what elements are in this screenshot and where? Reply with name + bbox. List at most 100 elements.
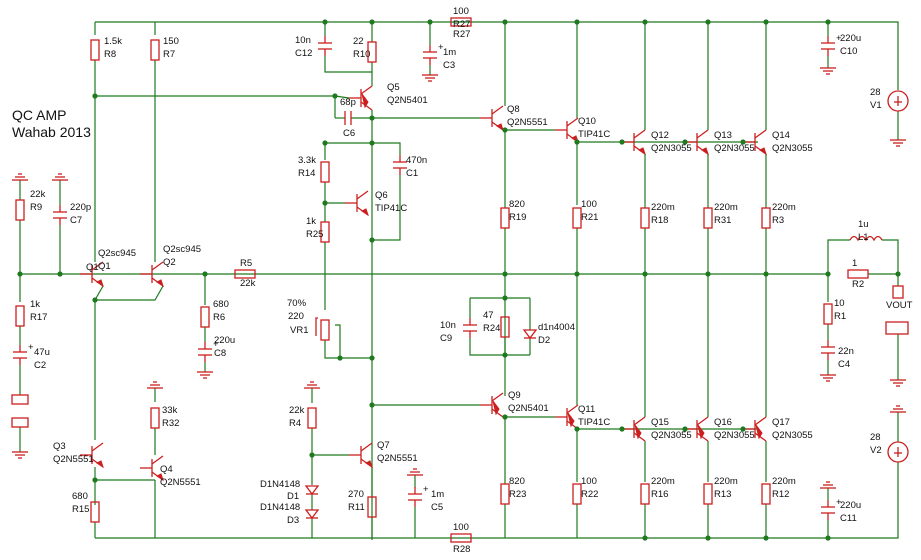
q6-part-label: TIP41C xyxy=(375,203,407,214)
ground-symbol xyxy=(304,381,320,389)
c7-ref-label: C7 xyxy=(70,215,82,226)
transistor-q3 xyxy=(80,442,104,469)
r16-ref-label: R16 xyxy=(651,489,668,500)
wire xyxy=(372,175,401,241)
r6-value-label: 680 xyxy=(213,299,229,310)
resistor-r25 xyxy=(320,221,330,243)
transistor-q4 xyxy=(140,455,164,482)
q7-ref-label: Q7 xyxy=(377,440,390,451)
wire xyxy=(828,21,899,90)
r3-value-label: 220m xyxy=(772,202,796,213)
r18-ref-label: R18 xyxy=(651,215,668,226)
r16-value-label: 220m xyxy=(651,476,675,487)
diode-d1 xyxy=(304,485,320,496)
r19-value-label: 820 xyxy=(509,199,525,210)
vr1-ref-label: VR1 xyxy=(290,325,308,336)
r10-value-label: 22 xyxy=(353,36,364,47)
capacitor-c11: + xyxy=(821,497,842,520)
q12-part-label: Q2N3055 xyxy=(651,143,692,154)
resistor-r28 xyxy=(450,533,472,543)
wire xyxy=(469,338,530,356)
r22-ref-label: R22 xyxy=(581,489,598,500)
junction-dot xyxy=(682,139,688,145)
q12-ref-label: Q12 xyxy=(651,130,669,141)
q4-ref-label: Q4 xyxy=(160,464,173,475)
resistor-r16 xyxy=(640,483,650,505)
junction-dot xyxy=(369,237,375,243)
r25-ref-label: R25 xyxy=(306,229,323,240)
resistor-r4 xyxy=(307,407,317,429)
resistor-r1 xyxy=(823,303,833,325)
l1-value-label: 1u xyxy=(858,219,869,230)
resistor-r13 xyxy=(703,483,713,505)
junction-dot xyxy=(337,355,343,361)
transistor-q7 xyxy=(349,442,373,469)
junction-dot xyxy=(17,271,23,277)
c12-ref-label: C12 xyxy=(295,48,312,59)
r7-value-label: 150 xyxy=(163,36,179,47)
c2-value-label: 47u xyxy=(34,347,50,358)
q3-ref-label: Q3 xyxy=(53,441,66,452)
inductor-l1 xyxy=(849,235,883,242)
q7-part-label: Q2N5551 xyxy=(377,453,418,464)
resistor-r7 xyxy=(150,39,160,61)
diode-d2 xyxy=(522,329,538,340)
potentiometer-vr1 xyxy=(320,319,330,341)
r23-ref-label: R23 xyxy=(509,489,526,500)
resistor-r6 xyxy=(200,306,210,328)
q16-ref-label: Q16 xyxy=(714,417,732,428)
junction-dot xyxy=(309,452,315,458)
q14-part-label: Q2N3055 xyxy=(772,143,813,154)
ground-symbol xyxy=(147,381,163,389)
speaker-load xyxy=(885,321,909,335)
junction-dot xyxy=(682,426,688,432)
ground-symbol xyxy=(890,139,906,147)
wiper-arrow xyxy=(315,317,318,336)
r25-value-label: 1k xyxy=(306,216,316,227)
q9-ref-label: Q9 xyxy=(508,390,521,401)
junction-dot xyxy=(502,19,508,25)
ground-symbol xyxy=(52,173,68,181)
c11-ref-label: C11 xyxy=(840,513,857,524)
r27-ref-label: R27 xyxy=(453,19,470,30)
transistor-q10 xyxy=(555,117,579,144)
transistor-q8 xyxy=(480,105,504,132)
r23-value-label: 820 xyxy=(509,476,525,487)
junction-dot xyxy=(740,139,746,145)
junction-dot xyxy=(502,414,508,420)
l1-ref-label: L1 xyxy=(858,232,869,243)
resistor-r21 xyxy=(572,207,582,229)
junction-dot xyxy=(740,426,746,432)
r15-value-label: 680 xyxy=(72,491,88,502)
d3-part-label: D1N4148 xyxy=(260,502,300,513)
q1-part-label: Q2sc945 xyxy=(98,248,136,259)
junction-dot xyxy=(895,271,901,277)
q8-part-label: Q2N5551 xyxy=(507,117,548,128)
resistor-r9 xyxy=(15,199,25,221)
q13-part-label: Q2N3055 xyxy=(714,143,755,154)
wire xyxy=(827,239,850,274)
transistor-q6 xyxy=(345,190,369,217)
r22-value-label: 100 xyxy=(581,476,597,487)
junction-dot xyxy=(502,295,508,301)
r4-ref-label: R4 xyxy=(289,418,301,429)
r3-ref-label: R3 xyxy=(772,215,784,226)
capacitor-c12 xyxy=(318,36,332,56)
junction-dot xyxy=(202,271,208,277)
r17-ref-label: R17 xyxy=(30,312,47,323)
input-terminal-2 xyxy=(11,417,29,428)
d1-ref-label: D1 xyxy=(287,491,299,502)
junction-dot xyxy=(642,19,648,25)
q5-part-label: Q2N5401 xyxy=(387,95,428,106)
ground-symbol xyxy=(890,379,906,387)
junction-dot xyxy=(369,115,375,121)
r15-ref-label: R15 xyxy=(72,504,89,515)
c5-value-label: 1m xyxy=(431,489,444,500)
junction-dot xyxy=(574,271,580,277)
junction-dot xyxy=(574,426,580,432)
r27-ref-label: R27 xyxy=(453,29,470,40)
c7-value-label: 220p xyxy=(70,202,91,213)
q10-part-label: TIP41C xyxy=(578,129,610,140)
junction-dot xyxy=(369,19,375,25)
r9-ref-label: R9 xyxy=(30,202,42,213)
